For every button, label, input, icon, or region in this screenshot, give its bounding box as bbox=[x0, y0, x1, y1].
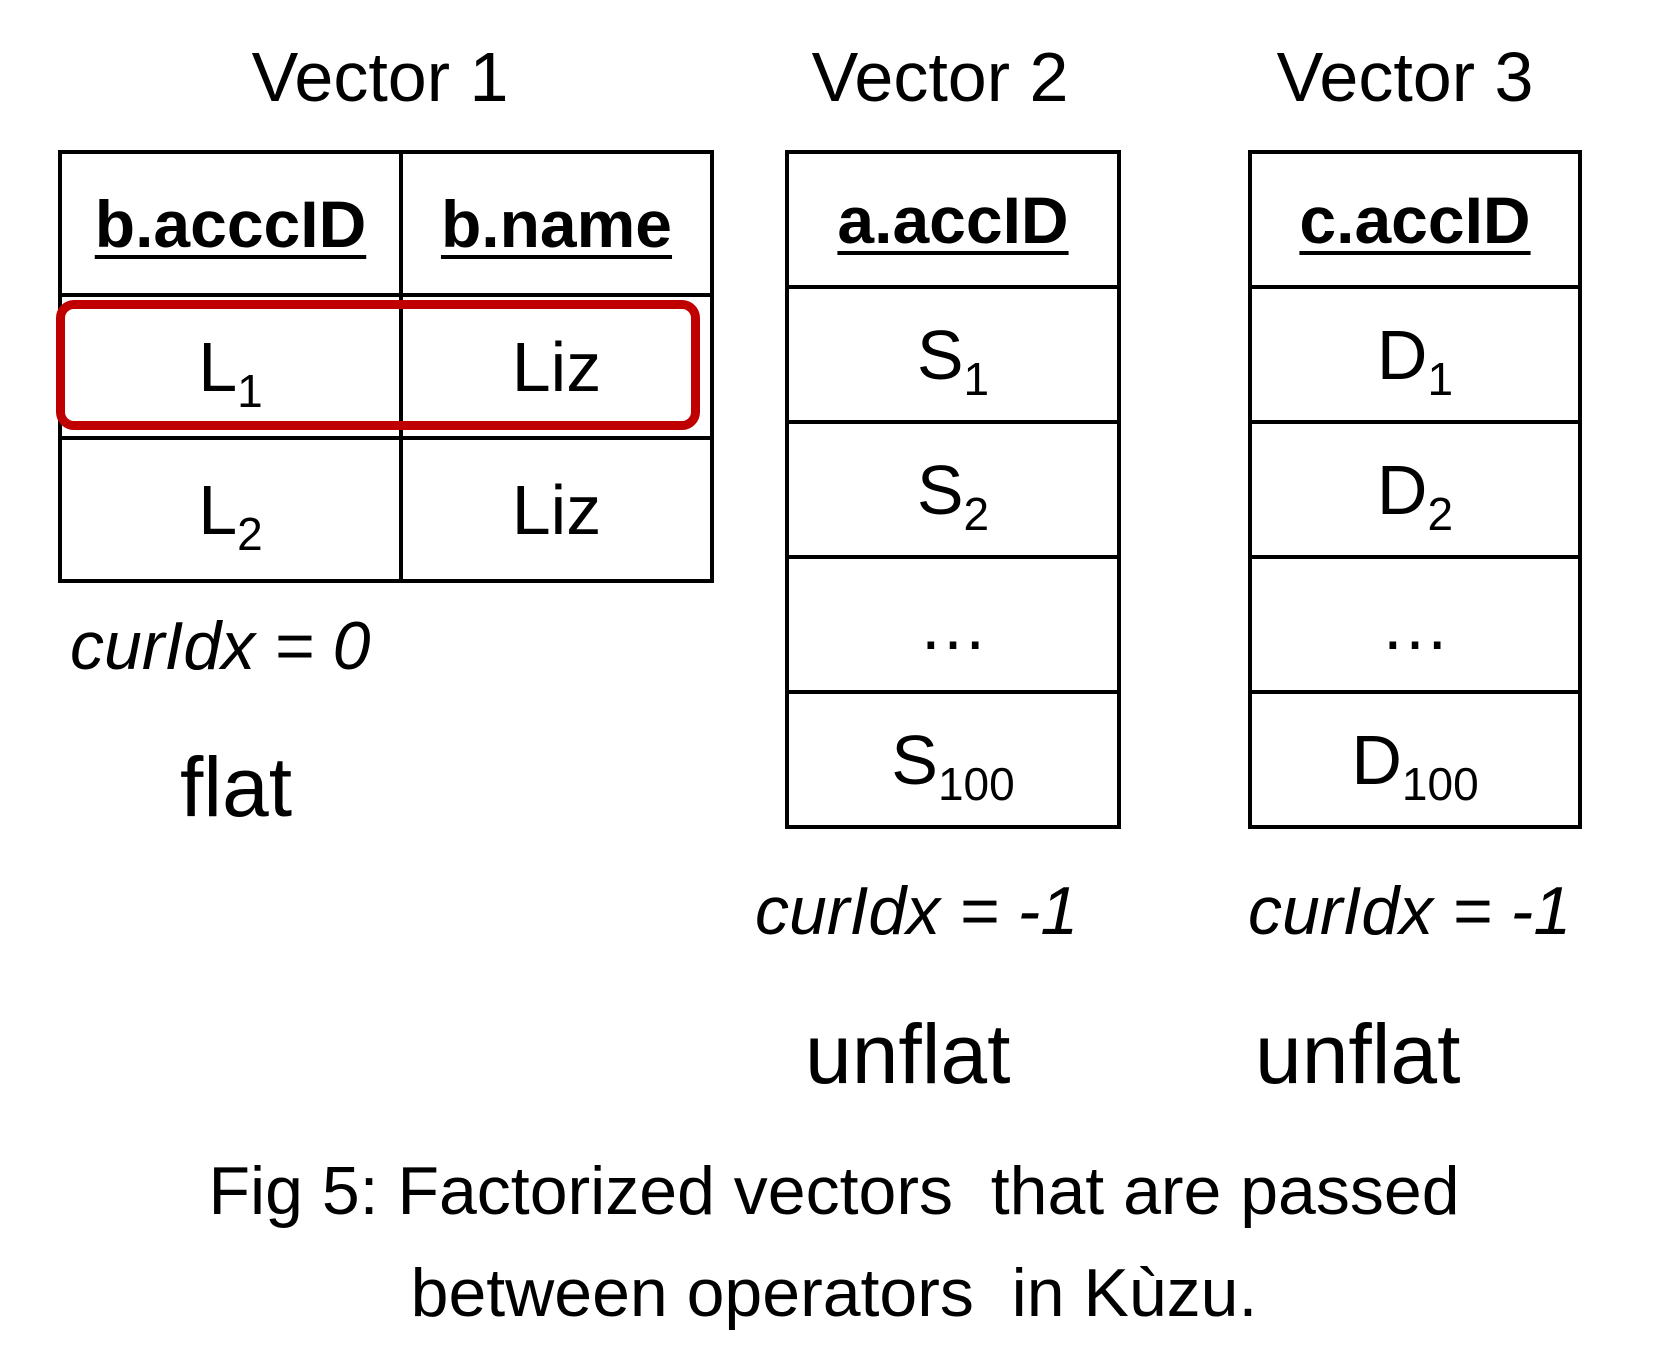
table-row: … bbox=[1248, 555, 1582, 694]
table-row: L1 Liz bbox=[58, 293, 714, 440]
vector-3-cell: … bbox=[1248, 555, 1582, 694]
vector-1-state: flat bbox=[180, 740, 293, 834]
vector-3-cell: D1 bbox=[1248, 285, 1582, 424]
vector-2-cell: S100 bbox=[785, 690, 1121, 829]
vector-3-cell: D100 bbox=[1248, 690, 1582, 829]
current-row-highlight bbox=[56, 300, 700, 430]
vector-1-cell-id: L1 bbox=[58, 293, 403, 440]
vector-2-cell: S2 bbox=[785, 420, 1121, 559]
vector-2-title: Vector 2 bbox=[811, 38, 1069, 116]
vector-1-table: b.acccID b.name L1 Liz L2 Liz bbox=[58, 150, 714, 583]
vector-1-cur-idx: curIdx = 0 bbox=[70, 608, 371, 684]
vector-2-cell: S1 bbox=[785, 285, 1121, 424]
vector-1-cell-id: L2 bbox=[58, 436, 403, 583]
vector-3-state: unflat bbox=[1255, 1007, 1461, 1101]
vector-2-state: unflat bbox=[805, 1007, 1011, 1101]
figure-caption: Fig 5: Factorized vectors that are passe… bbox=[0, 1140, 1668, 1344]
vector-3-header: c.accID bbox=[1248, 150, 1582, 289]
table-row: S2 bbox=[785, 420, 1121, 559]
vector-3-cur-idx: curIdx = -1 bbox=[1248, 873, 1572, 949]
table-row: S1 bbox=[785, 285, 1121, 424]
vector-1-cell-name: Liz bbox=[399, 293, 714, 440]
vector-3-title: Vector 3 bbox=[1276, 38, 1534, 116]
vector-2-header: a.accID bbox=[785, 150, 1121, 289]
vector-2-cur-idx: curIdx = -1 bbox=[755, 873, 1079, 949]
figure-caption-line-2: between operators in Kùzu. bbox=[410, 1255, 1258, 1331]
vector-1-header-name: b.name bbox=[399, 150, 714, 297]
vector-3-cell: D2 bbox=[1248, 420, 1582, 559]
vector-1-header-acccid: b.acccID bbox=[58, 150, 403, 297]
table-row: … bbox=[785, 555, 1121, 694]
figure-caption-line-1: Fig 5: Factorized vectors that are passe… bbox=[208, 1153, 1460, 1229]
vector-3-table: c.accID D1 D2 … D100 bbox=[1248, 150, 1582, 829]
vector-2-table: a.accID S1 S2 … S100 bbox=[785, 150, 1121, 829]
vector-2-cell: … bbox=[785, 555, 1121, 694]
vector-1-title: Vector 1 bbox=[251, 38, 509, 116]
table-row: L2 Liz bbox=[58, 436, 714, 583]
vector-1-cell-name: Liz bbox=[399, 436, 714, 583]
table-row: S100 bbox=[785, 690, 1121, 829]
table-row: D2 bbox=[1248, 420, 1582, 559]
table-row: D1 bbox=[1248, 285, 1582, 424]
table-row: D100 bbox=[1248, 690, 1582, 829]
